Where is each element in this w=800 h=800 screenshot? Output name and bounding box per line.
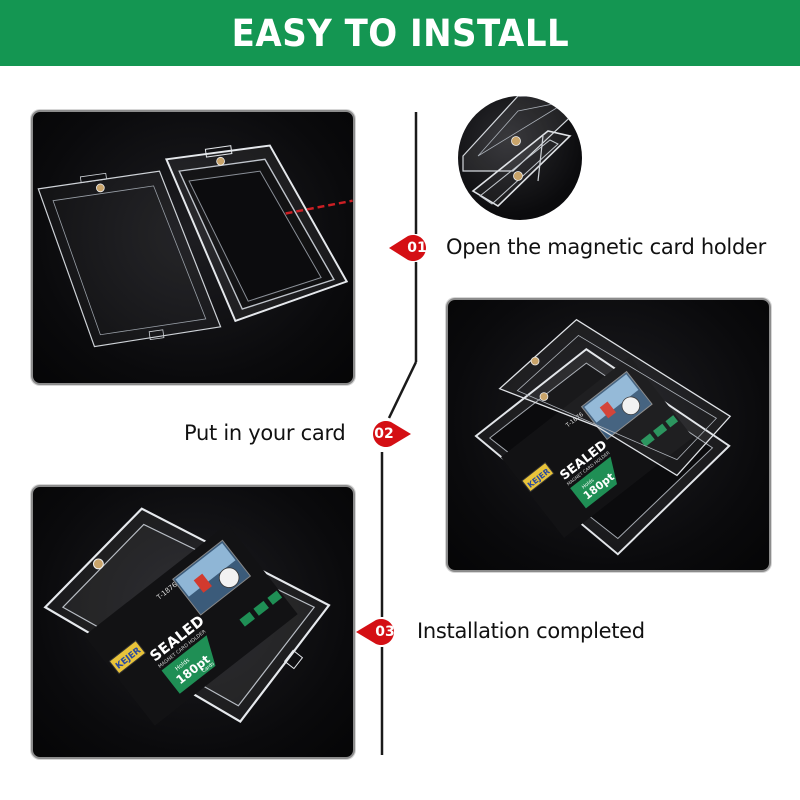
photo-put-in-card: KEJER SEALED MAGNET CARD HOLDER Holds 18… xyxy=(446,298,771,572)
photo-installation-completed: KEJER SEALED MAGNET CARD HOLDER Holds 18… xyxy=(31,485,355,759)
magnet-detail-zoom xyxy=(458,96,582,220)
closed-holder-illustration: KEJER SEALED MAGNET CARD HOLDER Holds 18… xyxy=(43,507,331,726)
step-label-02: Put in your card xyxy=(184,421,346,445)
photo-open-holder xyxy=(31,110,355,385)
magnet-closeup-illustration xyxy=(462,96,582,208)
header-banner: EASY TO INSTALL xyxy=(0,0,800,66)
step-number-01: 01 xyxy=(407,240,427,256)
page-title: EASY TO INSTALL xyxy=(231,11,569,55)
step-label-03: Installation completed xyxy=(417,619,645,643)
card-insertion-illustration: KEJER SEALED MAGNET CARD HOLDER Holds 18… xyxy=(474,318,732,556)
step-label-01: Open the magnetic card holder xyxy=(446,235,766,259)
timeline-segment xyxy=(387,361,418,419)
step-number-02: 02 xyxy=(374,426,394,442)
open-holder-illustration xyxy=(37,144,353,348)
step-number-03: 03 xyxy=(375,624,395,640)
